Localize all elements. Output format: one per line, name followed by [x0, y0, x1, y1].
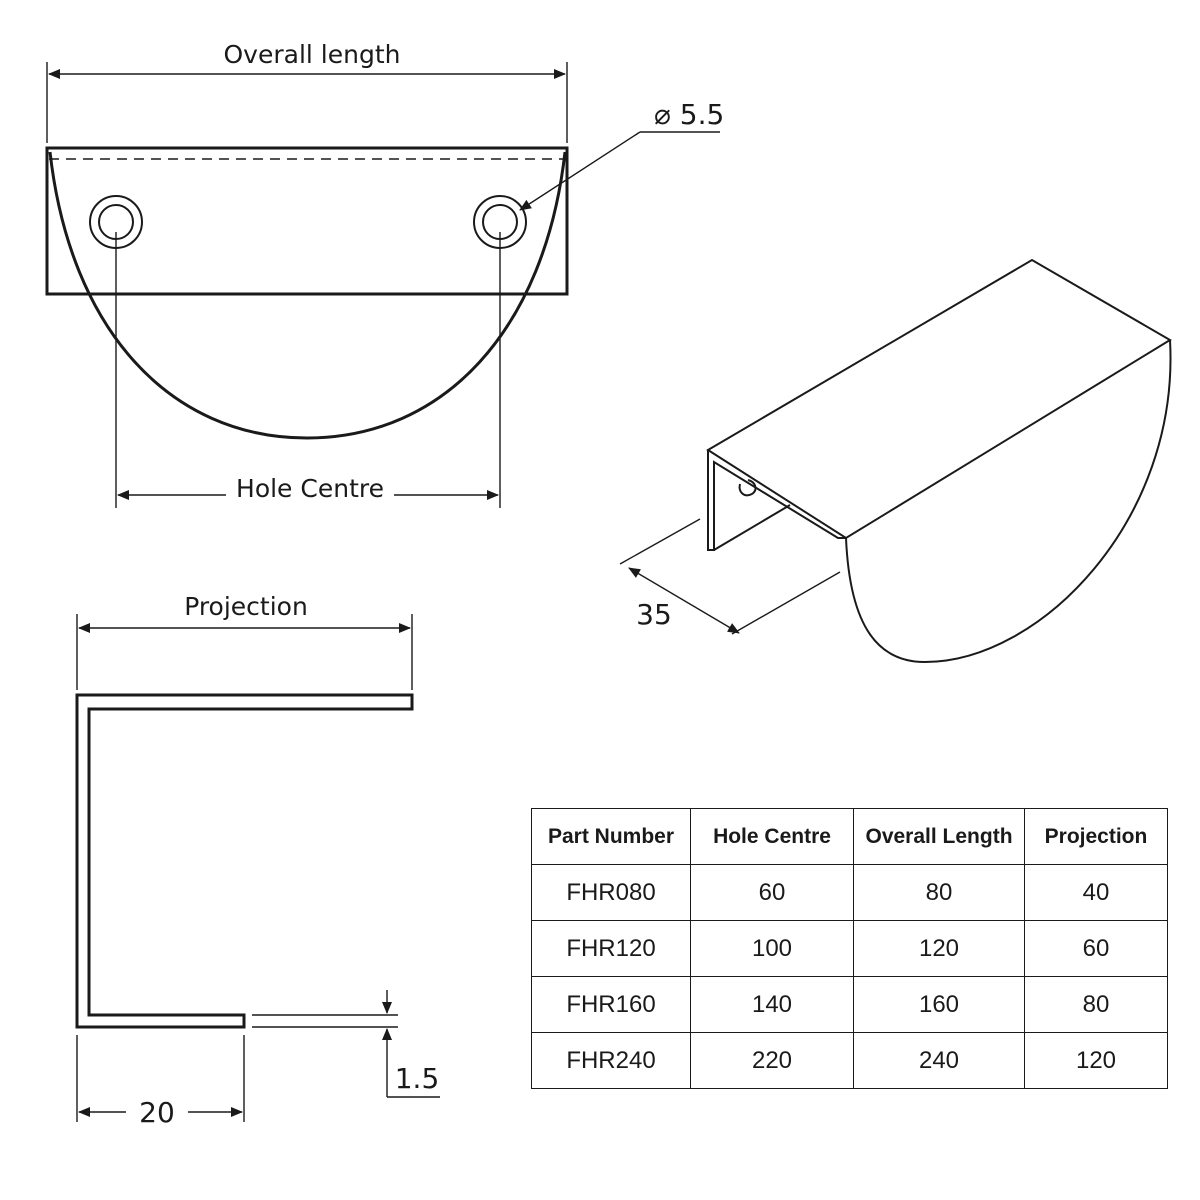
iso-screw-head [738, 479, 757, 497]
front-view: Overall length ⌀ 5.5 Hole Centre [45, 40, 724, 508]
height-label: 20 [139, 1096, 175, 1129]
diameter-leader-line [519, 131, 641, 211]
depth-label: 35 [636, 598, 672, 631]
cell-projection: 40 [1024, 864, 1168, 921]
thickness-label: 1.5 [395, 1062, 440, 1095]
half-round-edge [48, 151, 567, 440]
cell-part-number: FHR080 [531, 864, 691, 921]
cell-overall-length: 120 [853, 920, 1025, 977]
hole-diameter-label: ⌀ 5.5 [654, 98, 724, 131]
hole-centre-label: Hole Centre [236, 474, 384, 503]
iso-back-flange [707, 450, 846, 551]
cell-hole-centre: 100 [690, 920, 854, 977]
table-row: FHR160 140 160 80 [531, 976, 1168, 1033]
handle-front-body [45, 146, 569, 296]
cell-part-number: FHR240 [531, 1032, 691, 1089]
cell-part-number: FHR120 [531, 920, 691, 977]
depth-extension-bottom [731, 571, 841, 635]
side-view: Projection 20 1.5 [75, 592, 440, 1129]
cell-overall-length: 240 [853, 1032, 1025, 1089]
cell-overall-length: 160 [853, 976, 1025, 1033]
handle-profile-section [75, 693, 414, 1029]
overall-length-label: Overall length [224, 40, 401, 69]
cell-part-number: FHR160 [531, 976, 691, 1033]
header-overall-length: Overall Length [853, 808, 1025, 865]
cell-projection: 80 [1024, 976, 1168, 1033]
table-row: FHR080 60 80 40 [531, 864, 1168, 921]
cell-overall-length: 80 [853, 864, 1025, 921]
table-row: FHR120 100 120 60 [531, 920, 1168, 977]
iso-half-round-end [845, 339, 1172, 664]
header-projection: Projection [1024, 808, 1168, 865]
depth-extension-top [619, 518, 701, 565]
size-table: Part Number Hole Centre Overall Length P… [531, 808, 1168, 1089]
header-part-number: Part Number [531, 808, 691, 865]
iso-flange-bottom-edge [713, 504, 791, 551]
isometric-view: 35 [619, 258, 1172, 664]
cell-projection: 60 [1024, 920, 1168, 977]
iso-top-face [706, 258, 1172, 540]
table-header-row: Part Number Hole Centre Overall Length P… [531, 808, 1168, 865]
cell-hole-centre: 140 [690, 976, 854, 1033]
cell-projection: 120 [1024, 1032, 1168, 1089]
depth-dimension-line [628, 567, 740, 634]
projection-label: Projection [184, 592, 308, 621]
cell-hole-centre: 220 [690, 1032, 854, 1089]
table-row: FHR240 220 240 120 [531, 1032, 1168, 1089]
cell-hole-centre: 60 [690, 864, 854, 921]
header-hole-centre: Hole Centre [690, 808, 854, 865]
